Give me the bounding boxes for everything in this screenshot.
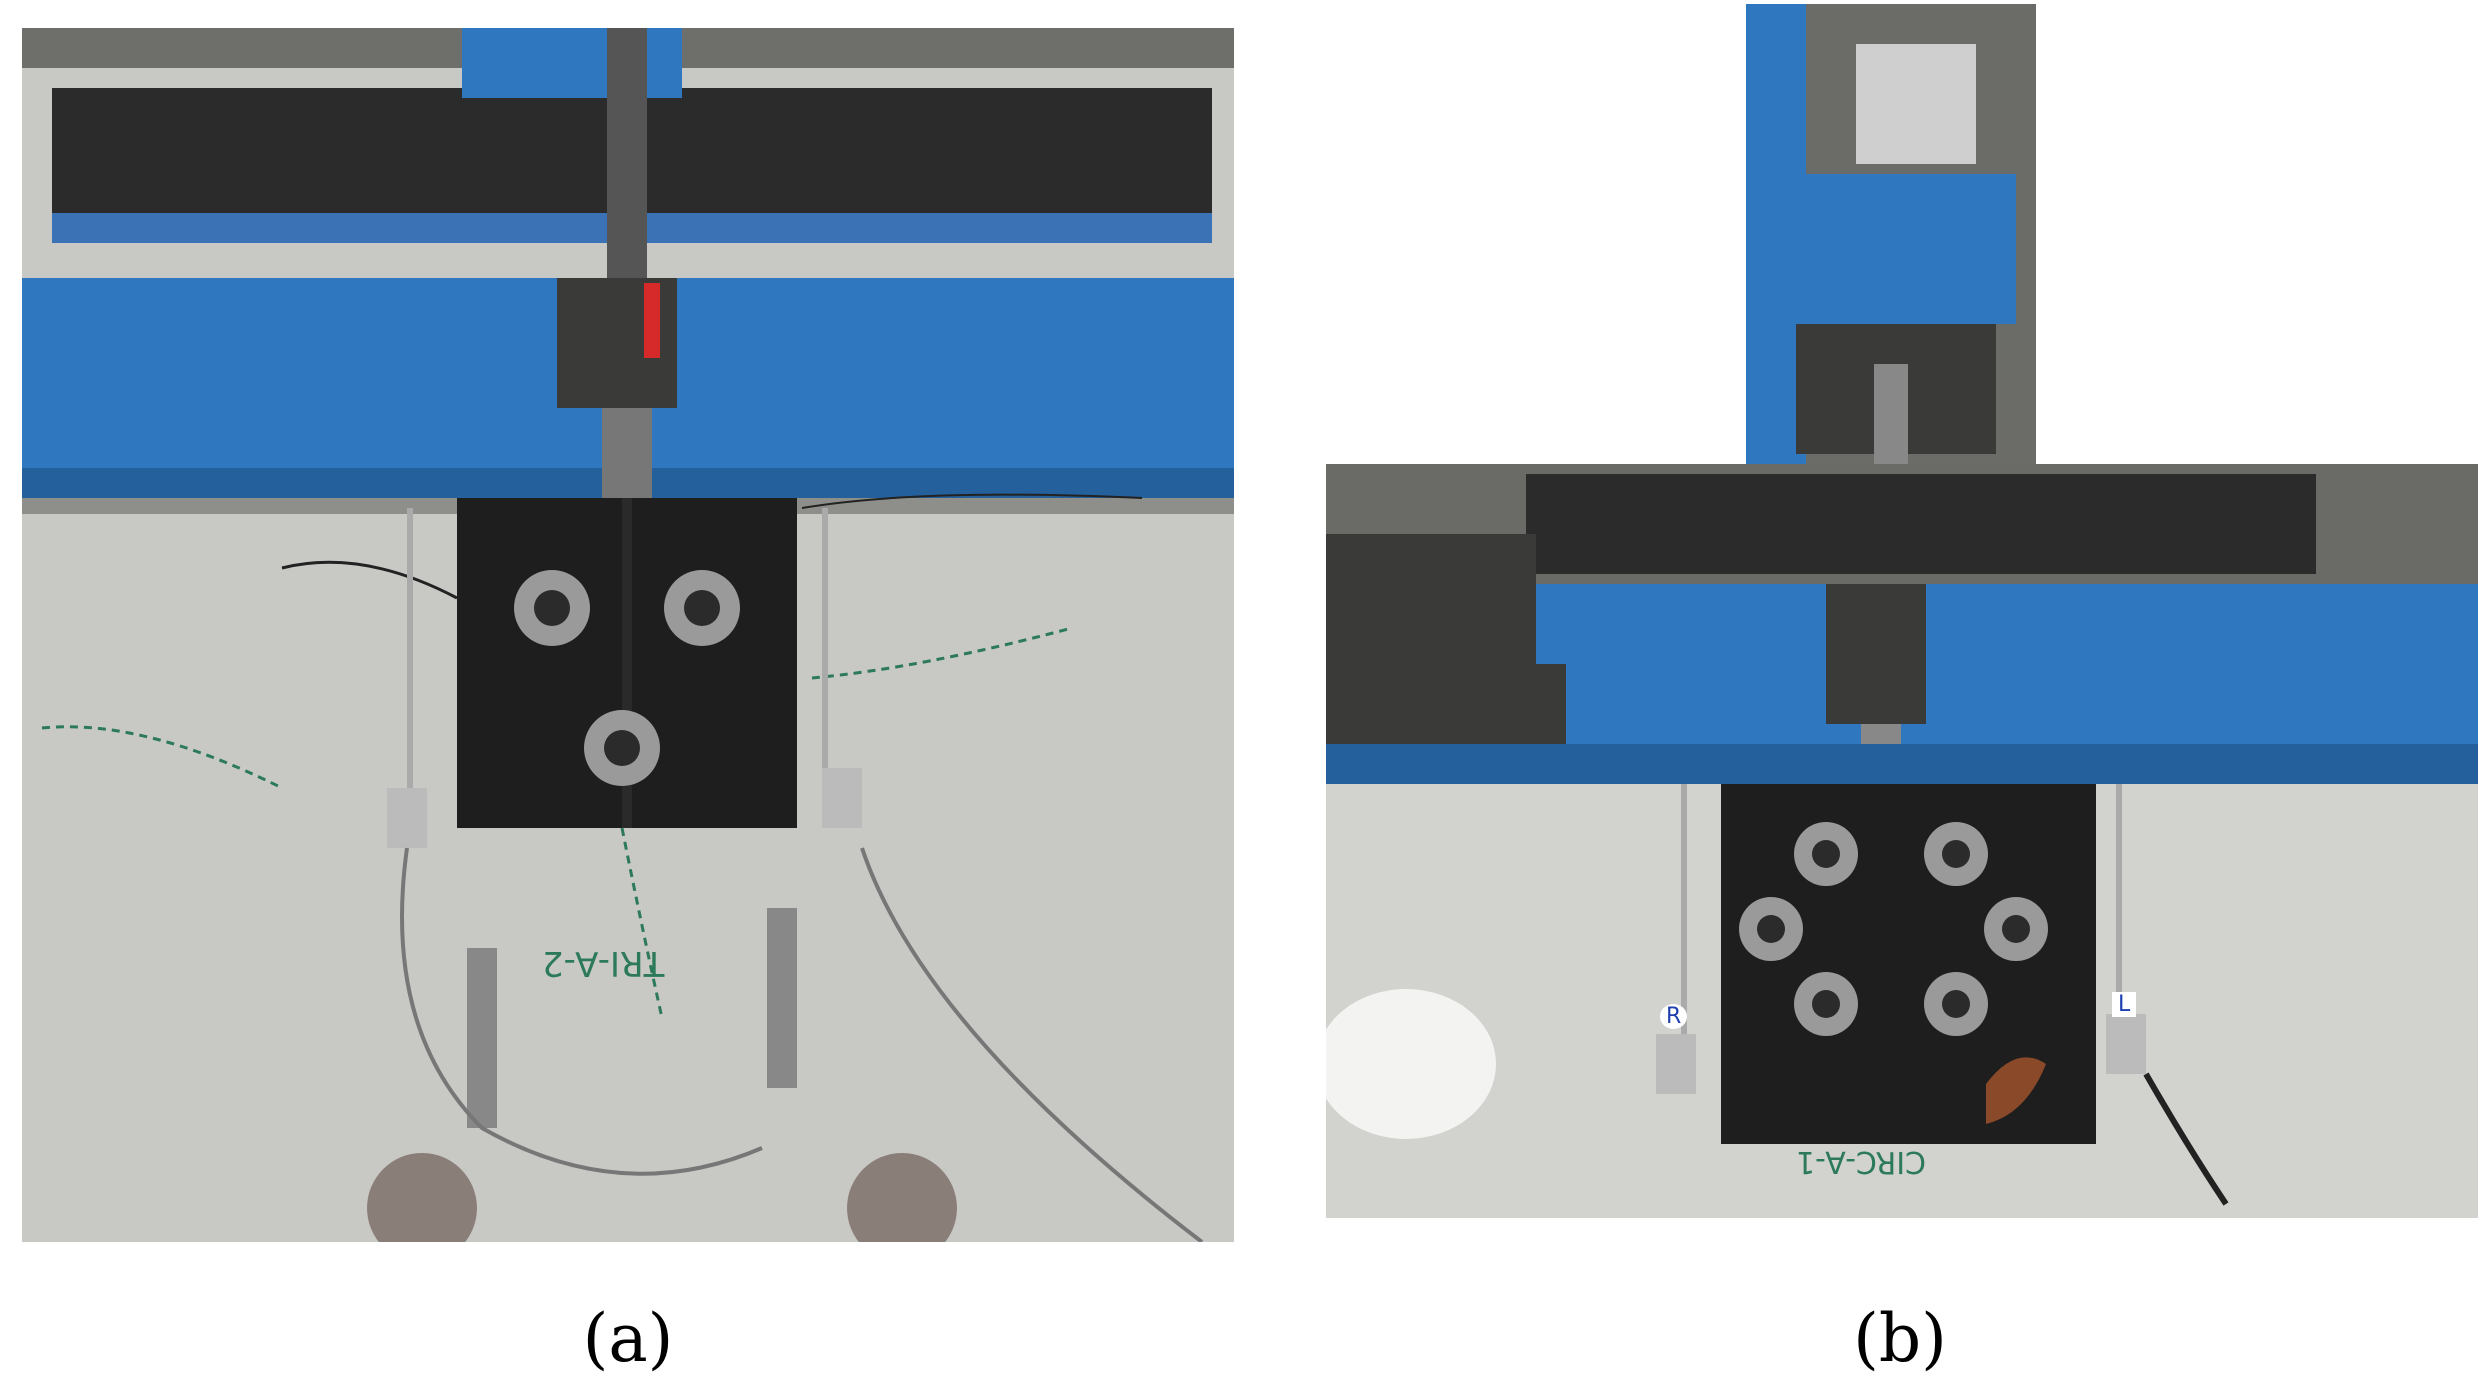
sensor-label-r: R bbox=[1660, 1004, 1688, 1029]
photo-panel-a: TRI-A-2 bbox=[22, 28, 1234, 1242]
photo-a-illustration bbox=[22, 28, 1234, 1242]
caption-b: (b) bbox=[1853, 1300, 1947, 1377]
displacement-sensors-b bbox=[1656, 784, 2146, 1094]
bolt-washers-b bbox=[1739, 822, 2048, 1036]
specimen-marking-b: CIRC-A-1 bbox=[1796, 1144, 1927, 1179]
loading-beam-b bbox=[1526, 474, 2316, 574]
crack-markings bbox=[41, 626, 1073, 1019]
steel-plate-b bbox=[1721, 784, 2096, 1144]
specimen-marking-a: TRI-A-2 bbox=[542, 943, 665, 983]
photo-b-illustration bbox=[1326, 4, 2478, 1218]
sensor-label-l: L bbox=[2112, 992, 2137, 1017]
displacement-sensors bbox=[387, 508, 862, 1128]
bolt-washers bbox=[514, 570, 740, 786]
caption-a: (a) bbox=[582, 1300, 674, 1377]
photo-panel-b: CIRC-A-1 R L bbox=[1326, 4, 2478, 1218]
